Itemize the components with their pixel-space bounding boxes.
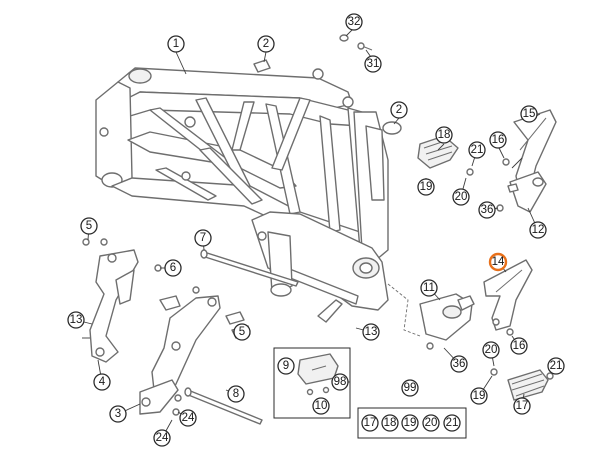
callout-19-top: 19 [417, 178, 435, 196]
left-footpeg [490, 328, 554, 401]
svg-text:6: 6 [170, 262, 176, 274]
callout-20-top: 20 [452, 188, 470, 206]
front-engine-brackets [82, 238, 181, 363]
hardware-kit-box [357, 407, 467, 439]
svg-text:99: 99 [404, 382, 417, 394]
callout-19-bottom: 19 [470, 387, 488, 405]
svg-text:21: 21 [446, 417, 459, 429]
svg-text:16: 16 [492, 134, 505, 146]
svg-text:20: 20 [425, 417, 438, 429]
rear-engine-brackets [139, 286, 251, 416]
callout-18-kit: 18 [381, 414, 399, 432]
callout-20-bottom: 20 [482, 341, 500, 359]
callout-15: 15 [520, 105, 538, 123]
callout-14-highlighted: 14 [488, 252, 508, 272]
callout-12: 12 [529, 221, 547, 239]
callout-21-bottom: 21 [547, 357, 565, 375]
svg-text:3: 3 [115, 408, 121, 420]
callout-24-lower: 24 [153, 429, 171, 447]
callout-3: 3 [109, 405, 127, 423]
svg-text:24: 24 [156, 432, 169, 444]
callout-7: 7 [194, 229, 212, 247]
callout-1: 1 [167, 35, 185, 53]
svg-text:14: 14 [492, 256, 505, 268]
svg-text:16: 16 [513, 340, 526, 352]
svg-text:20: 20 [455, 191, 468, 203]
callout-13-left: 13 [67, 311, 85, 329]
svg-text:21: 21 [550, 360, 563, 372]
svg-text:2: 2 [396, 104, 402, 116]
svg-text:13: 13 [365, 326, 378, 338]
callout-16-top: 16 [489, 131, 507, 149]
svg-text:18: 18 [438, 129, 451, 141]
svg-text:15: 15 [523, 108, 536, 120]
callout-21-top: 21 [468, 141, 486, 159]
svg-text:7: 7 [200, 232, 206, 244]
callout-19-kit: 19 [401, 414, 419, 432]
svg-text:4: 4 [99, 376, 106, 388]
callout-5-left: 5 [80, 217, 98, 235]
svg-text:17: 17 [516, 400, 529, 412]
callout-98: 98 [331, 373, 349, 391]
callout-2-right: 2 [390, 101, 408, 119]
callout-36-bottom: 36 [450, 355, 468, 373]
svg-text:2: 2 [263, 38, 269, 50]
callout-16-bottom: 16 [510, 337, 528, 355]
heel-guard-bracket [483, 259, 533, 331]
svg-text:13: 13 [70, 314, 83, 326]
svg-text:21: 21 [471, 144, 484, 156]
svg-text:11: 11 [423, 282, 435, 294]
callout-31: 31 [364, 55, 382, 73]
svg-text:5: 5 [86, 220, 92, 232]
svg-text:19: 19 [420, 181, 433, 193]
frame-bushings [253, 34, 402, 135]
callout-99: 99 [401, 379, 419, 397]
callout-11: 11 [420, 279, 438, 297]
right-footrest-assembly [417, 109, 557, 213]
callout-18-top: 18 [435, 126, 453, 144]
callout-17-kit: 17 [361, 414, 379, 432]
svg-text:5: 5 [239, 326, 245, 338]
svg-text:10: 10 [315, 400, 328, 412]
svg-text:19: 19 [404, 417, 417, 429]
callout-32: 32 [345, 13, 363, 31]
callout-20-kit: 20 [422, 414, 440, 432]
callout-6: 6 [164, 259, 182, 277]
svg-text:1: 1 [173, 38, 179, 50]
callout-4: 4 [93, 373, 111, 391]
svg-text:18: 18 [384, 417, 397, 429]
svg-text:36: 36 [453, 358, 466, 370]
callout-36-top: 36 [478, 201, 496, 219]
svg-text:20: 20 [485, 344, 498, 356]
main-frame [95, 67, 389, 323]
svg-text:8: 8 [233, 388, 239, 400]
svg-text:19: 19 [473, 390, 486, 402]
callout-2-top: 2 [257, 35, 275, 53]
engine-mount-bolts [184, 249, 299, 425]
callout-21-kit: 21 [443, 414, 461, 432]
svg-text:9: 9 [283, 360, 289, 372]
svg-text:17: 17 [364, 417, 377, 429]
callout-8: 8 [227, 385, 245, 403]
callout-5-mid: 5 [233, 323, 251, 341]
svg-text:32: 32 [348, 16, 361, 28]
callout-17-bottom: 17 [513, 397, 531, 415]
callout-10: 10 [312, 397, 330, 415]
footrest-mount [387, 283, 475, 350]
callout-13-mid: 13 [362, 323, 380, 341]
svg-text:24: 24 [182, 412, 195, 424]
svg-text:12: 12 [532, 224, 545, 236]
svg-text:98: 98 [334, 376, 347, 388]
svg-text:31: 31 [367, 58, 380, 70]
callout-9: 9 [277, 357, 295, 375]
callout-24-upper: 24 [179, 409, 197, 427]
svg-text:36: 36 [481, 204, 494, 216]
